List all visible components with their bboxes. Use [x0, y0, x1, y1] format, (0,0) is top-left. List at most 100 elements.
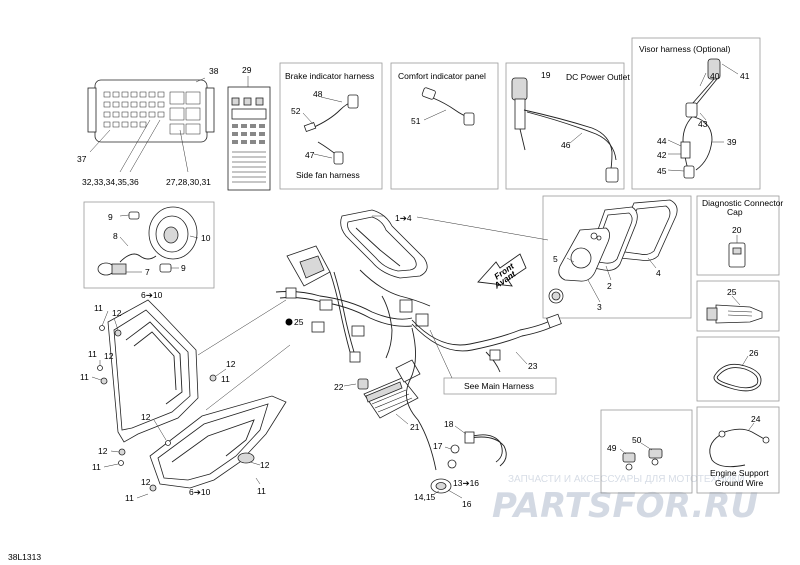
label-11-g: 11	[125, 493, 134, 503]
headlight-reflector	[148, 206, 198, 260]
sensor-50	[648, 448, 663, 466]
diag-cap-title-line2: Cap	[727, 207, 743, 217]
label-14-15: 14,15	[414, 492, 436, 502]
visor-harness-title: Visor harness (Optional)	[639, 44, 731, 54]
label-11-f: 11	[257, 486, 266, 496]
label-4: 4	[656, 268, 661, 278]
tie-strap-box	[696, 336, 780, 402]
left-headlight-housing	[107, 299, 199, 443]
label-12-f: 12	[260, 460, 270, 470]
label-12-b: 12	[104, 351, 114, 361]
grease-dot	[285, 318, 293, 326]
dc-outlet-title: DC Power Outlet	[566, 72, 630, 82]
label-29: 29	[242, 65, 252, 75]
label-11-a: 11	[94, 303, 103, 313]
front-arrow: Front Avant	[477, 253, 527, 291]
visor-harness-box	[631, 37, 761, 190]
label-45: 45	[657, 166, 667, 176]
label-12-c: 12	[98, 446, 108, 456]
sensor-49	[622, 452, 636, 471]
label-47: 47	[305, 150, 315, 160]
ground-wire-title-line1: Engine Support	[710, 468, 769, 478]
headlight-box	[83, 201, 215, 289]
label-49: 49	[607, 443, 617, 453]
figure-code: 38L1313	[8, 552, 41, 562]
label-19: 19	[541, 70, 551, 80]
label-6-10-bottom: 6➔10	[189, 487, 211, 497]
watermark-line2: PARTSFOR.RU	[492, 486, 758, 526]
label-1-4: 1➔4	[395, 213, 412, 223]
see-main-harness-box	[443, 377, 557, 395]
label-12-a: 12	[112, 308, 122, 318]
label-32-36: 32,33,34,35,36	[82, 177, 139, 187]
label-7: 7	[145, 267, 150, 277]
main-harness-center	[275, 269, 431, 363]
diag-cap-box	[696, 195, 780, 276]
dc-outlet-box	[505, 62, 625, 190]
headlight-bulb-7	[97, 262, 127, 276]
relay-module	[286, 245, 331, 287]
ground-wire-box	[696, 406, 780, 494]
label-3: 3	[597, 302, 602, 312]
label-39: 39	[727, 137, 737, 147]
label-10: 10	[201, 233, 211, 243]
label-9-bottom: 9	[181, 263, 186, 273]
label-41: 41	[740, 71, 750, 81]
label-2: 2	[607, 281, 612, 291]
label-12-g: 12	[141, 477, 151, 487]
brake-harness-box	[279, 62, 383, 190]
label-38: 38	[209, 66, 219, 76]
parking-bulb-9a	[128, 211, 140, 220]
label-5: 5	[553, 254, 558, 264]
bulb-clip-8	[119, 253, 157, 263]
watermark-line1: ЗАПЧАСТИ И АКСЕССУАРЫ ДЛЯ МОТОТЕХНИКИ	[508, 474, 745, 485]
main-harness-trunk	[411, 319, 553, 346]
label-52: 52	[291, 106, 301, 116]
label-12-d: 12	[141, 412, 151, 422]
label-20: 20	[732, 225, 742, 235]
label-50: 50	[632, 435, 642, 445]
label-13-16: 13➔16	[453, 478, 479, 488]
label-12-e: 12	[226, 359, 236, 369]
ignition-harness	[464, 431, 507, 467]
front-cluster-assembly	[340, 209, 428, 279]
label-37: 37	[77, 154, 87, 164]
label-24: 24	[751, 414, 761, 424]
ignition-bezel	[430, 478, 452, 494]
label-27-31: 27,28,30,31	[166, 177, 211, 187]
label-46: 46	[561, 140, 571, 150]
fuse-label-card	[227, 86, 271, 191]
tie-strap	[713, 363, 762, 392]
comfort-panel-title: Comfort indicator panel	[398, 71, 486, 81]
label-22: 22	[334, 382, 344, 392]
parking-bulb-9b	[159, 263, 172, 273]
brake-harness-title: Brake indicator harness	[285, 71, 374, 81]
label-9-top: 9	[108, 212, 113, 222]
label-25-box: 25	[727, 287, 737, 297]
label-25-center: 25	[294, 317, 304, 327]
label-42: 42	[657, 150, 667, 160]
cluster-body	[558, 227, 610, 282]
label-11-c: 11	[80, 372, 89, 382]
comfort-panel-box	[390, 62, 499, 190]
see-main-harness-label: See Main Harness	[464, 381, 534, 391]
label-11-e: 11	[221, 374, 230, 384]
label-21: 21	[410, 422, 420, 432]
label-43: 43	[698, 119, 708, 129]
diag-cap-title-line1: Diagnostic Connector	[702, 198, 783, 208]
label-6-10-top: 6➔10	[141, 290, 163, 300]
voltage-regulator	[363, 359, 421, 419]
right-headlight-housing	[149, 395, 287, 489]
label-48: 48	[313, 89, 323, 99]
label-51: 51	[411, 116, 421, 126]
ground-wire-title-line2: Ground Wire	[715, 478, 763, 488]
label-40: 40	[710, 71, 720, 81]
label-11-b: 11	[88, 349, 97, 359]
label-23: 23	[528, 361, 538, 371]
label-11-d: 11	[92, 462, 101, 472]
diag-cap	[728, 242, 746, 268]
grease-tube	[706, 304, 763, 324]
relay-22	[357, 378, 369, 390]
